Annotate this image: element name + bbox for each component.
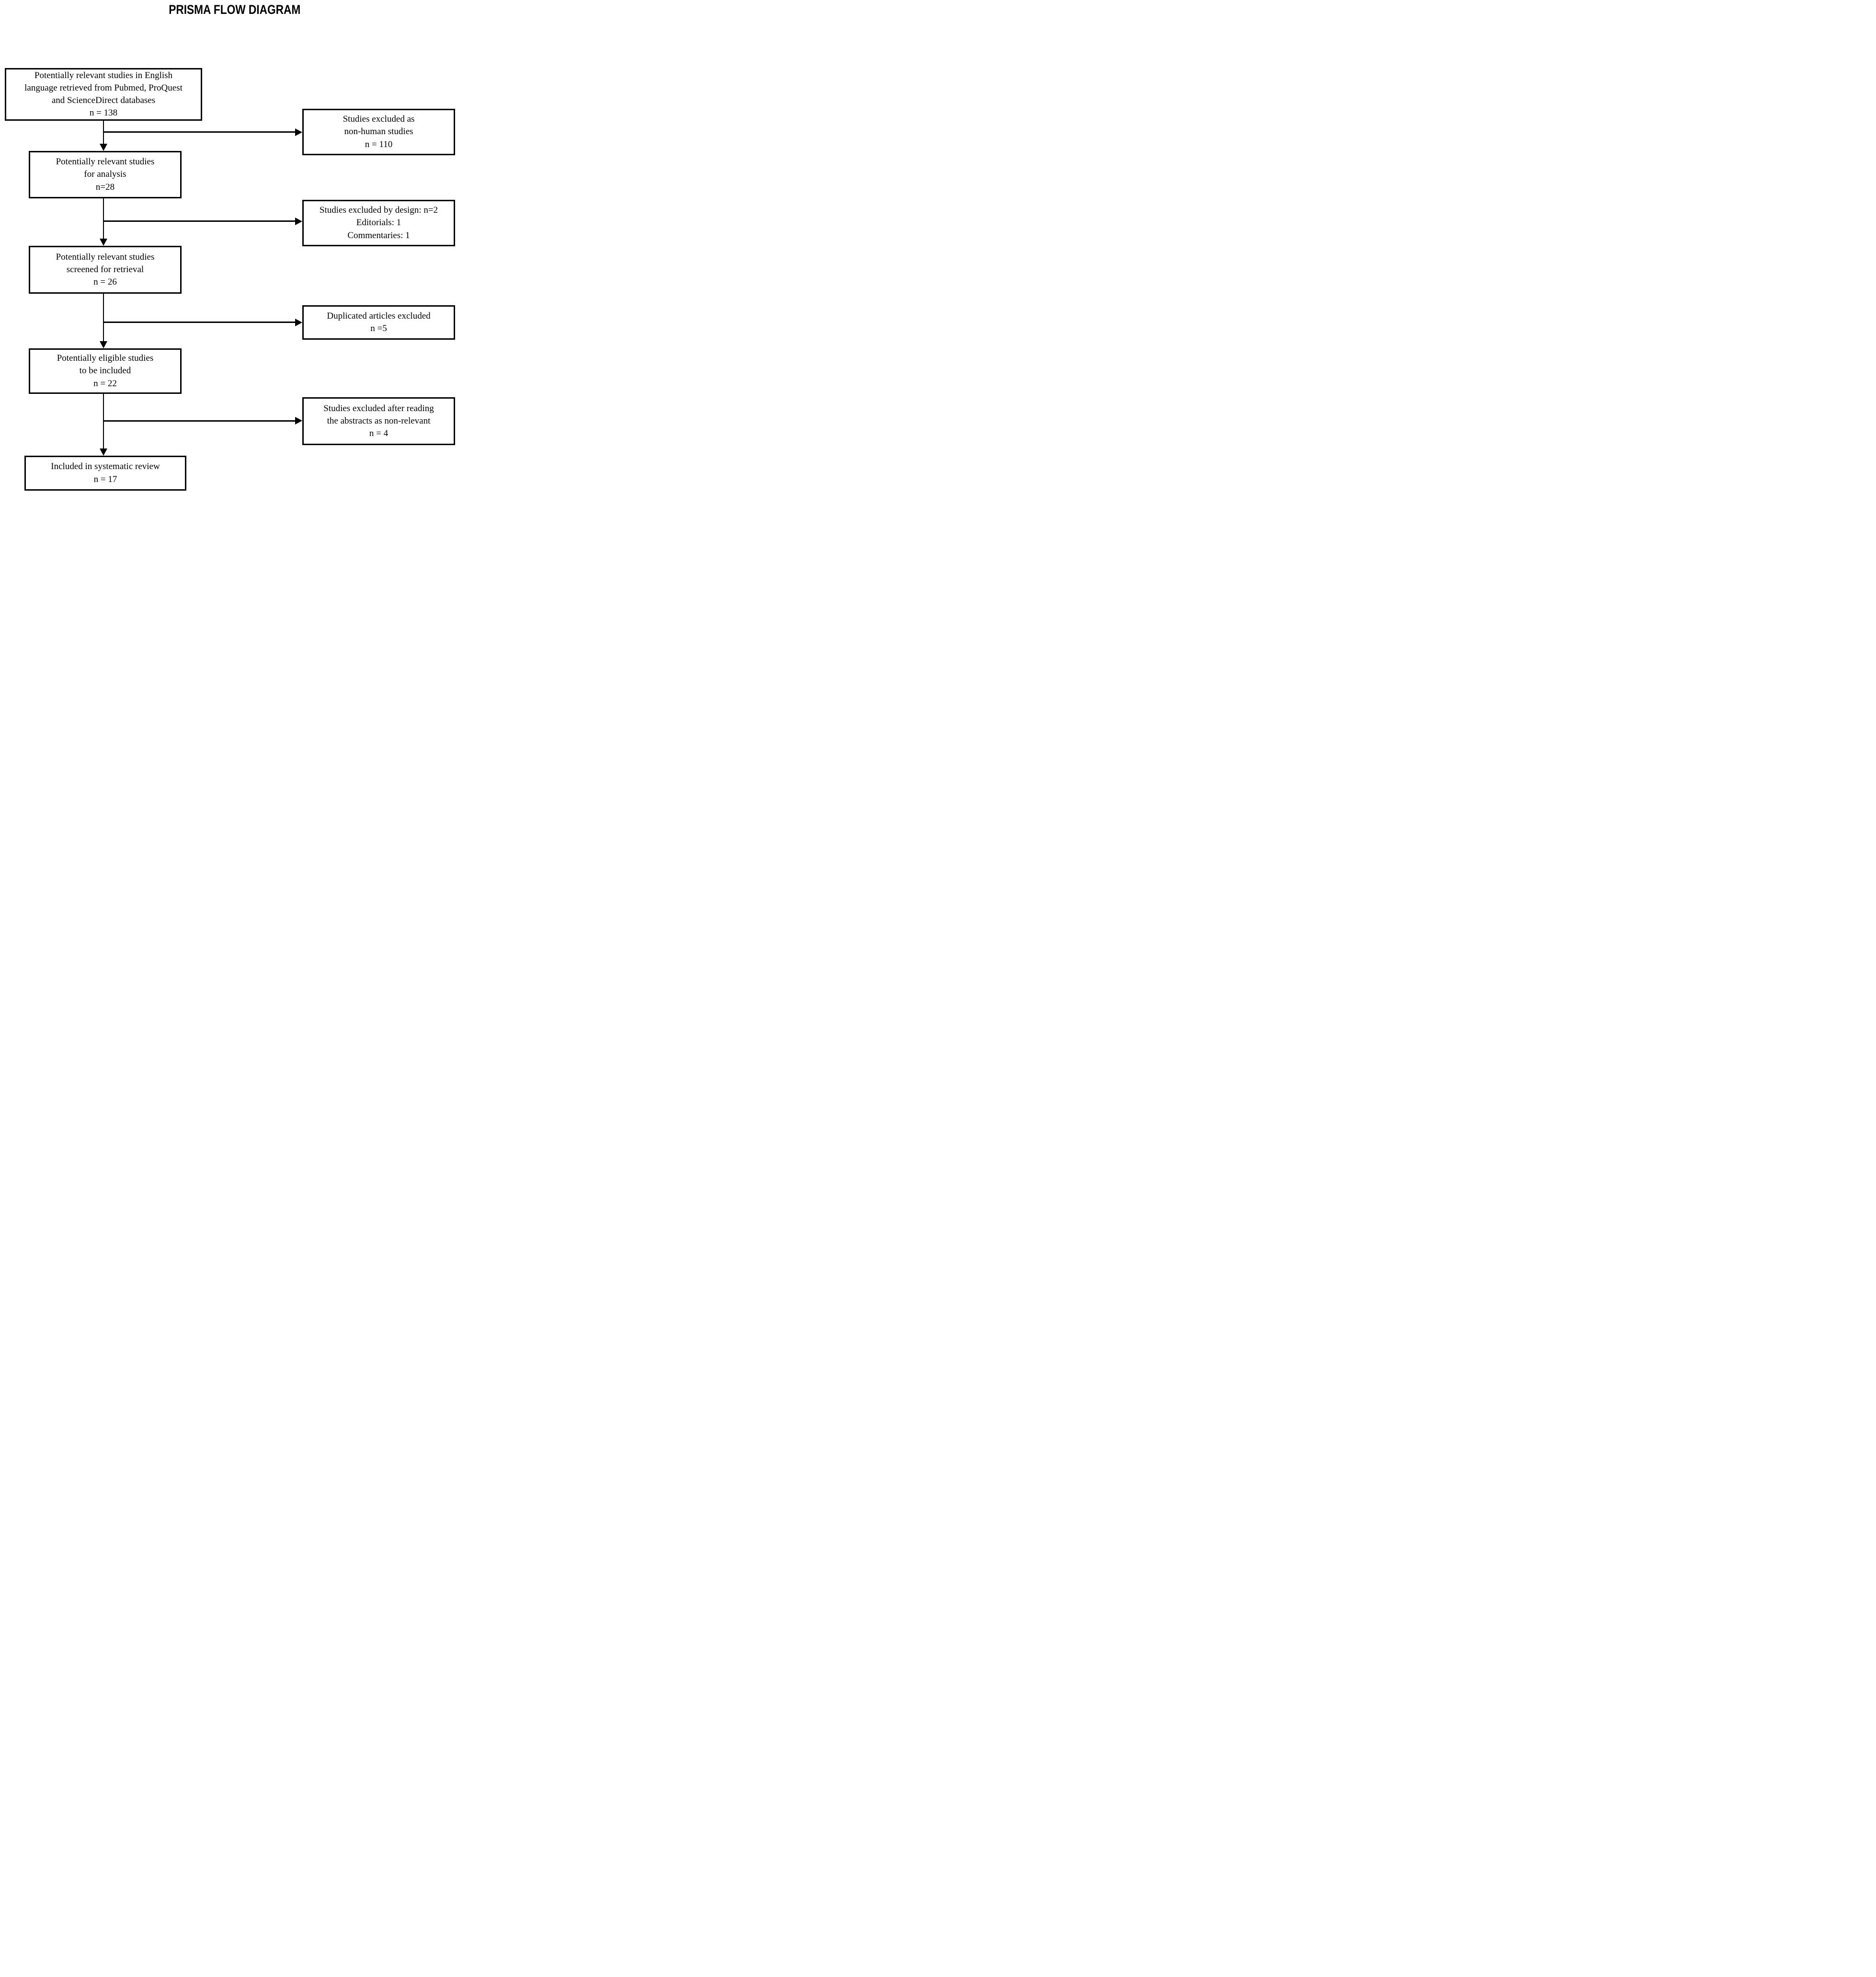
arrow-line-eligibility-to-included xyxy=(103,394,104,450)
arrow-line-screening-to-eligibility xyxy=(103,293,104,343)
arrowhead-right-to-by-design-icon xyxy=(295,218,302,225)
box-excluded-by-design: Studies excluded by design: n=2 Editoria… xyxy=(302,200,455,246)
prisma-flow-diagram: PRISMA FLOW DIAGRAM Potentially relevant… xyxy=(0,0,469,494)
box-included: Included in systematic review n = 17 xyxy=(24,456,186,491)
box-eligibility: Potentially eligible studies to be inclu… xyxy=(29,348,182,394)
arrowhead-right-to-duplicates-icon xyxy=(295,319,302,326)
branch-line-to-non-human xyxy=(103,131,296,133)
arrowhead-down-to-analysis-icon xyxy=(100,144,107,151)
box-screening: Potentially relevant studies screened fo… xyxy=(29,246,182,294)
arrowhead-right-to-non-relevant-icon xyxy=(295,417,302,425)
box-analysis: Potentially relevant studies for analysi… xyxy=(29,151,182,198)
arrow-line-identification-to-analysis xyxy=(103,120,104,145)
diagram-title-text: PRISMA FLOW DIAGRAM xyxy=(168,2,301,17)
box-excluded-non-human: Studies excluded as non-human studies n … xyxy=(302,109,455,155)
box-excluded-duplicates: Duplicated articles excluded n =5 xyxy=(302,305,455,340)
arrowhead-down-to-included-icon xyxy=(100,448,107,456)
box-identification: Potentially relevant studies in English … xyxy=(5,68,202,121)
branch-line-to-by-design xyxy=(103,220,296,222)
arrowhead-down-to-eligibility-icon xyxy=(100,341,107,348)
diagram-title: PRISMA FLOW DIAGRAM xyxy=(0,2,469,17)
branch-line-to-duplicates xyxy=(103,322,296,323)
arrowhead-down-to-screening-icon xyxy=(100,239,107,246)
branch-line-to-non-relevant xyxy=(103,420,296,422)
box-excluded-non-relevant: Studies excluded after reading the abstr… xyxy=(302,397,455,445)
arrowhead-right-to-non-human-icon xyxy=(295,128,302,136)
arrow-line-analysis-to-screening xyxy=(103,198,104,240)
